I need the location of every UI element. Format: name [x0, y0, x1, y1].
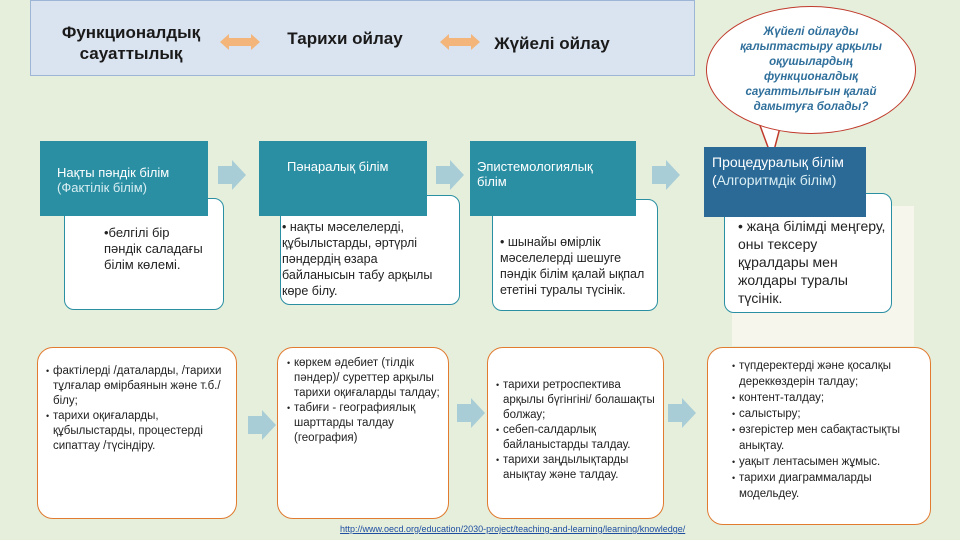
double-arrow-icon	[220, 34, 260, 50]
chevron-right-icon	[218, 160, 246, 190]
bottom-box-interdisciplinary-item: көркем әдебиет (тілдік пәндер)/ суреттер…	[287, 356, 440, 401]
bottom-box-factual-item: фактілерді /даталарды, /тарихи тұлғалар …	[46, 364, 228, 409]
tab-factual-subtitle: (Фактілік білім)	[57, 180, 147, 195]
chevron-right-icon	[248, 410, 276, 440]
question-bubble: Жүйелі ойлауды қалыптастыру арқылы оқушы…	[706, 6, 916, 134]
card-interdisciplinary-text: • нақты мәселелерді, құбылыстарды, әртүр…	[282, 220, 433, 298]
bottom-box-interdisciplinary-item: табиғи - географиялық шарттарды талдау (…	[287, 401, 440, 446]
bottom-box-epistemological-item: себеп-салдарлық байланыстарды талдау.	[496, 423, 655, 453]
source-link[interactable]: http://www.oecd.org/education/2030-proje…	[340, 524, 686, 534]
card-epistemological	[492, 199, 658, 311]
header-item1-line2: сауаттылық	[79, 44, 183, 63]
bottom-box-interdisciplinary: көркем әдебиет (тілдік пәндер)/ суреттер…	[277, 347, 449, 519]
chevron-right-icon	[652, 160, 680, 190]
double-arrow-icon	[440, 34, 480, 50]
bottom-box-factual: фактілерді /даталарды, /тарихи тұлғалар …	[37, 347, 237, 519]
bottom-box-procedural-item: түпдеректерді және қосалқы дереккөздерін…	[732, 358, 924, 390]
bottom-box-procedural-item: салыстыру;	[732, 406, 924, 422]
tab-procedural-subtitle: Алгоритмдік білім)	[716, 172, 837, 188]
header-item1-line1: Функционалдық	[61, 23, 201, 42]
tab-epistemological-title: Эпистемологиялық білім	[477, 159, 593, 189]
bottom-box-epistemological-item: тарихи заңдылықтарды анықтау және талдау…	[496, 453, 655, 483]
tab-procedural-title: Процедуралық білім (	[712, 154, 844, 188]
bottom-box-factual-item: тарихи оқиғаларды, құбылыстарды, процест…	[46, 409, 228, 454]
bottom-box-procedural-item: контент-талдау;	[732, 390, 924, 406]
tab-interdisciplinary-title: Пәнаралық білім	[287, 159, 389, 174]
bottom-box-epistemological: тарихи ретроспектива арқылы бүгінгіні/ б…	[487, 347, 664, 519]
card-epistemological-text: • шынайы өмірлік мәселелерді шешуге пәнд…	[500, 235, 645, 297]
bottom-box-procedural-item: тарихи диаграммаларды модельдеу.	[732, 470, 924, 502]
bottom-box-procedural-item: уақыт лентасымен жұмыс.	[732, 454, 924, 470]
header-functional-literacy: Функционалдық сауаттылық	[46, 22, 216, 64]
bottom-box-procedural-item: өзгерістер мен сабақтастықты анықтау.	[732, 422, 924, 454]
tab-procedural-knowledge: Процедуралық білім (Алгоритмдік білім)	[704, 147, 866, 217]
bottom-box-procedural: түпдеректерді және қосалқы дереккөздерін…	[707, 347, 931, 525]
card-procedural-text: • жаңа білімді меңгеру, оны тексеру құра…	[738, 218, 886, 306]
tab-factual-knowledge: Нақты пәндік білім (Фактілік білім)	[40, 141, 208, 216]
header-systems-thinking: Жүйелі ойлау	[494, 34, 610, 53]
chevron-right-icon	[457, 398, 485, 428]
header-historical-thinking: Тарихи ойлау	[287, 29, 403, 48]
chevron-right-icon	[668, 398, 696, 428]
bottom-box-epistemological-item: тарихи ретроспектива арқылы бүгінгіні/ б…	[496, 378, 655, 423]
tab-factual-title: Нақты пәндік білім	[57, 165, 170, 180]
card-factual-text: •белгілі бір пәндік саладағы білім көлем…	[104, 225, 203, 272]
tab-interdisciplinary-knowledge: Пәнаралық білім	[259, 141, 427, 216]
header-panel	[30, 0, 695, 76]
chevron-right-icon	[436, 160, 464, 190]
question-text: Жүйелі ойлауды қалыптастыру арқылы оқушы…	[740, 26, 882, 113]
tab-epistemological-knowledge: Эпистемологиялық білім	[470, 141, 636, 216]
